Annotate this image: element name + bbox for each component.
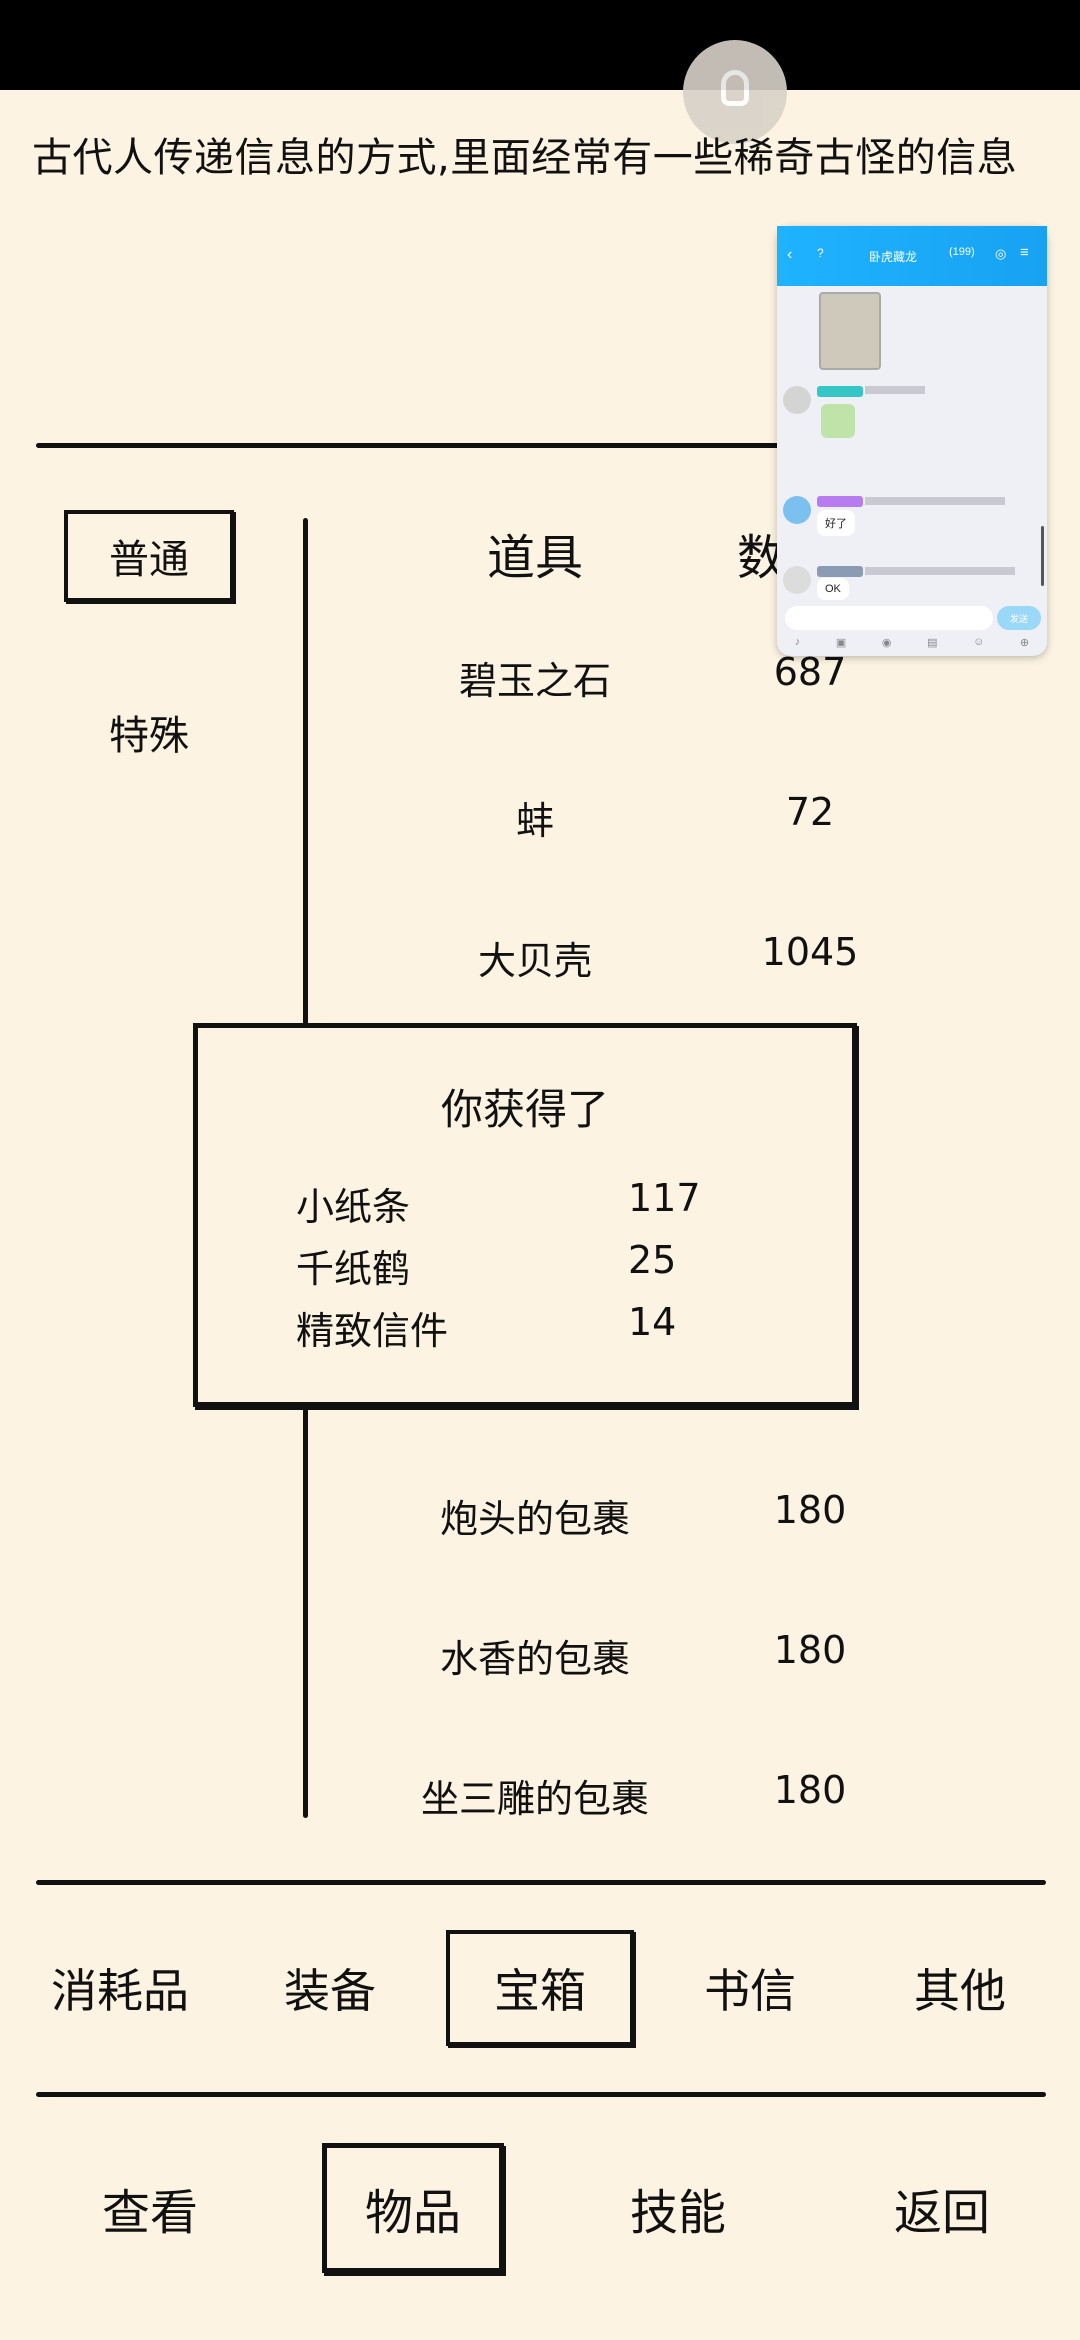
- reward-qty: 117: [628, 1176, 701, 1220]
- avatar[interactable]: [783, 566, 811, 594]
- item-qty: 72: [785, 790, 835, 834]
- image-icon[interactable]: ▣: [835, 637, 847, 649]
- message-meta: [865, 386, 925, 394]
- chat-title: 卧虎藏龙: [869, 250, 918, 264]
- item-qty: 1045: [761, 930, 859, 974]
- side-tab-special[interactable]: 特殊: [109, 713, 189, 759]
- emoji-icon[interactable]: ☺: [973, 636, 985, 648]
- shared-image[interactable]: [819, 292, 881, 370]
- item-list[interactable]: 碧玉之石 687 蚌 72 大贝壳 1045 炮头的包裹 180 水香的包裹 1…: [320, 620, 858, 1821]
- message-meta: [865, 497, 1005, 505]
- list-item[interactable]: 水香的包裹 180: [320, 1628, 846, 1708]
- reward-name: 小纸条: [296, 1185, 411, 1229]
- settings-icon[interactable]: ◎: [995, 246, 1007, 261]
- status-bar: [0, 0, 1080, 90]
- reward-name: 千纸鹤: [296, 1247, 411, 1291]
- list-item[interactable]: 碧玉之石 687: [320, 650, 846, 730]
- nav-view[interactable]: 查看: [101, 2185, 198, 2241]
- message-input[interactable]: [785, 606, 993, 630]
- chat-header[interactable]: ‹ ? 卧虎藏龙 (199) ◎ ≡: [777, 226, 1047, 286]
- side-tab-normal[interactable]: 普通: [64, 510, 234, 602]
- item-name: 水香的包裹: [439, 1637, 630, 1681]
- tab-other[interactable]: 其他: [914, 1964, 1006, 2018]
- chat-bubble[interactable]: 好了: [817, 510, 855, 536]
- tab-chests[interactable]: 宝箱: [446, 1930, 634, 2046]
- member-tag: [817, 496, 863, 507]
- member-tag: [817, 566, 863, 577]
- menu-icon[interactable]: ≡: [1020, 244, 1029, 261]
- reward-name: 精致信件: [296, 1309, 449, 1353]
- reward-qty: 14: [628, 1300, 677, 1344]
- nav-items[interactable]: 物品: [322, 2143, 504, 2273]
- mic-icon[interactable]: ♪: [794, 636, 801, 648]
- nav-back[interactable]: 返回: [893, 2185, 990, 2241]
- lightbulb-icon[interactable]: [683, 40, 787, 144]
- folder-icon[interactable]: ▤: [927, 637, 938, 649]
- chat-badge: (199): [949, 246, 975, 258]
- list-item[interactable]: 蚌 72: [320, 790, 840, 870]
- item-name: 炮头的包裹: [439, 1497, 630, 1541]
- chat-scrollbar[interactable]: [1041, 526, 1044, 586]
- reward-qty: 25: [628, 1238, 677, 1282]
- item-name: 碧玉之石: [458, 659, 611, 703]
- divider-nav: [36, 2092, 1046, 2097]
- divider-categories: [36, 1880, 1046, 1885]
- item-qty: 180: [773, 1628, 847, 1672]
- tab-letters[interactable]: 书信: [704, 1964, 796, 2018]
- sticker-image[interactable]: [821, 404, 855, 438]
- chat-toolbar: ♪ ▣ ◉ ▤ ☺ ⊕: [777, 636, 1047, 656]
- camera-icon[interactable]: ◉: [881, 637, 892, 649]
- popup-title: 你获得了: [440, 1085, 609, 1134]
- header-item: 道具: [486, 530, 583, 586]
- tab-consumables[interactable]: 消耗品: [51, 1964, 189, 2018]
- list-item[interactable]: 坐三雕的包裹 180: [320, 1768, 846, 1848]
- chat-overlay[interactable]: ‹ ? 卧虎藏龙 (199) ◎ ≡ 好了 OK 发送 ♪ ▣ ◉ ▤ ☺ ⊕: [777, 226, 1047, 656]
- item-name: 蚌: [515, 799, 554, 843]
- chat-bubble[interactable]: OK: [817, 578, 849, 600]
- nav-skills[interactable]: 技能: [629, 2185, 726, 2241]
- avatar[interactable]: [783, 386, 811, 414]
- list-item[interactable]: 炮头的包裹 180: [320, 1488, 846, 1568]
- help-icon[interactable]: ?: [817, 246, 824, 260]
- item-name: 大贝壳: [477, 939, 592, 983]
- item-qty: 687: [773, 650, 847, 694]
- item-qty: 180: [773, 1768, 847, 1812]
- item-qty: 180: [773, 1488, 847, 1532]
- avatar[interactable]: [783, 496, 811, 524]
- plus-icon[interactable]: ⊕: [1019, 637, 1030, 649]
- send-button[interactable]: 发送: [997, 606, 1041, 630]
- item-description: 古代人传递信息的方式,里面经常有一些稀奇古怪的信息: [32, 135, 1018, 181]
- tab-equipment[interactable]: 装备: [284, 1964, 376, 2018]
- message-meta: [865, 567, 1015, 575]
- list-item[interactable]: 大贝壳 1045: [320, 930, 858, 1010]
- back-arrow-icon[interactable]: ‹: [787, 246, 793, 263]
- reward-popup[interactable]: 你获得了 小纸条 117 千纸鹤 25 精致信件 14: [193, 1023, 857, 1407]
- member-tag: [817, 386, 863, 397]
- item-name: 坐三雕的包裹: [420, 1777, 649, 1821]
- divider-top: [36, 443, 1046, 448]
